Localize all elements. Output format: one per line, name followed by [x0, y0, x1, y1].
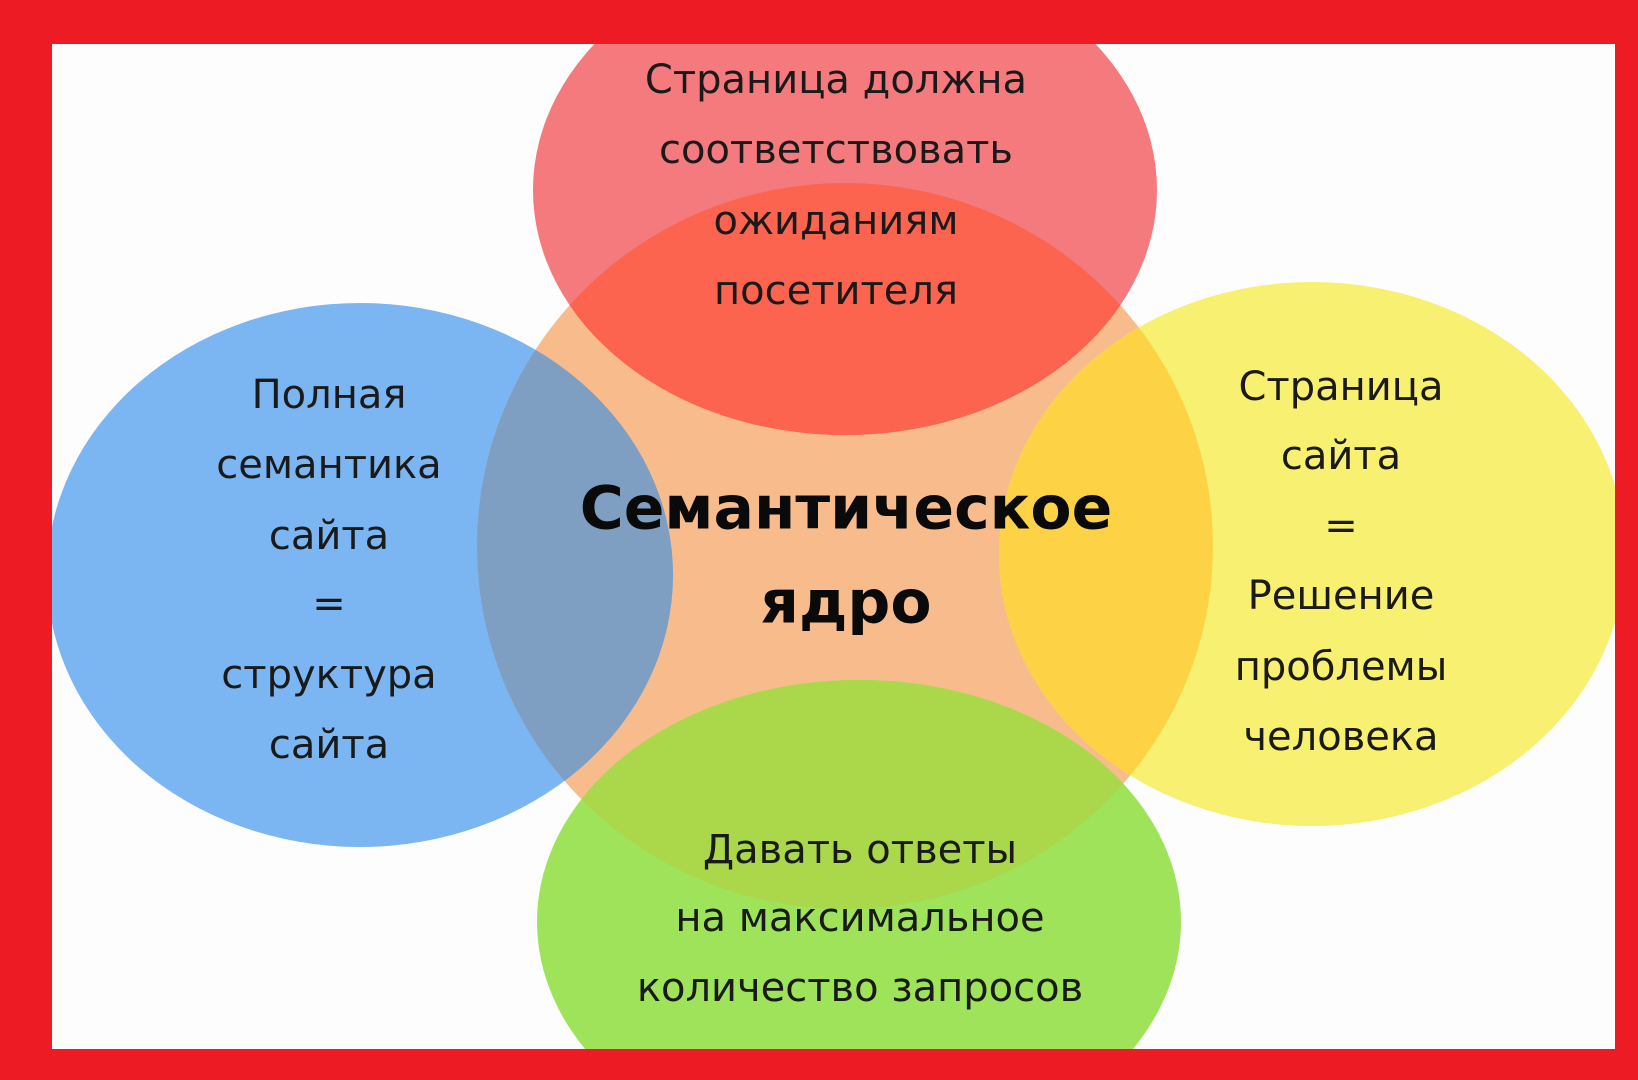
- right-label-line: =: [1324, 503, 1358, 549]
- bottom-label: Давать ответы на максимальное количество…: [637, 827, 1083, 1011]
- left-label-line: семантика: [216, 442, 441, 488]
- left-label-line: структура: [221, 652, 436, 698]
- right-label-line: Страница: [1238, 364, 1443, 410]
- bottom-label-line: Давать ответы: [703, 827, 1017, 873]
- core-label-line: Семантическое: [580, 474, 1113, 544]
- right-label-line: человека: [1243, 714, 1438, 760]
- top-label-line: Страница должна: [645, 57, 1027, 103]
- top-label-line: посетителя: [714, 268, 958, 314]
- left-label-line: Полная: [252, 372, 407, 418]
- core-label: Семантическое ядро: [580, 474, 1113, 638]
- top-label: Страница должна соответствовать ожидания…: [645, 57, 1027, 314]
- core-label-line: ядро: [760, 568, 931, 638]
- top-core-overlap: [533, 183, 1157, 435]
- bottom-label-line: на максимальное: [675, 895, 1044, 941]
- right-label: Страница сайта = Решение проблемы челове…: [1235, 364, 1448, 760]
- left-label-line: =: [312, 581, 346, 627]
- bottom-core-overlap: [537, 679, 1181, 909]
- left-label-line: сайта: [269, 722, 389, 768]
- right-label-line: проблемы: [1235, 644, 1448, 690]
- right-core-overlap: [999, 282, 1213, 826]
- left-label-line: сайта: [269, 513, 389, 559]
- top-label-line: ожиданиям: [713, 198, 958, 244]
- left-label: Полная семантика сайта = структура сайта: [216, 372, 441, 768]
- right-label-line: Решение: [1248, 573, 1435, 619]
- top-label-line: соответствовать: [659, 127, 1013, 173]
- right-label-line: сайта: [1281, 433, 1401, 479]
- bottom-label-line: количество запросов: [637, 965, 1083, 1011]
